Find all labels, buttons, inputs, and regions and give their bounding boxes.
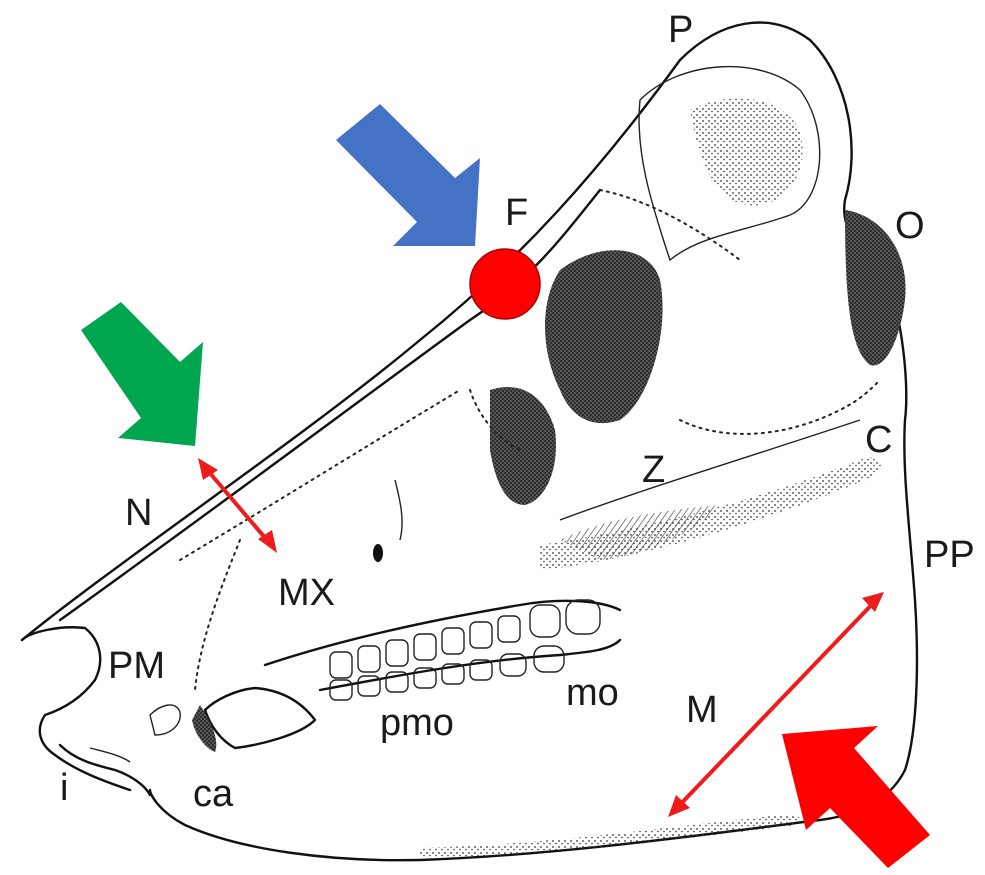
label-mo: mo (566, 672, 619, 714)
label-mx: MX (278, 572, 335, 614)
incisor-teeth (150, 705, 180, 735)
nasal-measurement-line (203, 465, 272, 546)
zygomatic-arch (680, 380, 880, 434)
maxillary-suture (195, 540, 240, 690)
canine-root (192, 705, 216, 752)
mandible-shading (420, 814, 801, 858)
landmark-dot (470, 249, 540, 319)
label-i: i (60, 767, 68, 809)
canine-tooth (205, 688, 315, 748)
label-f: F (505, 192, 528, 234)
infraorbital-foramen (373, 544, 383, 562)
label-c: C (865, 419, 892, 461)
facial-crest (395, 480, 402, 540)
label-o: O (895, 205, 925, 247)
label-z: Z (642, 449, 665, 491)
label-pm: PM (108, 645, 165, 687)
label-p: P (668, 9, 693, 51)
label-ca: ca (193, 773, 234, 815)
label-m: M (686, 689, 718, 731)
lacrimal-recess (490, 387, 556, 505)
label-pmo: pmo (380, 702, 454, 744)
frontal-suture (600, 190, 740, 260)
green-arrow-icon (81, 302, 203, 446)
label-n: N (125, 492, 152, 534)
zygomatic-lower (560, 420, 860, 520)
blue-arrow-icon (336, 104, 480, 246)
red-arrow-icon (782, 726, 930, 868)
frontal-shading (690, 98, 803, 205)
orbit (545, 250, 663, 423)
nasal-suture (180, 390, 460, 560)
label-pp: PP (924, 534, 975, 576)
